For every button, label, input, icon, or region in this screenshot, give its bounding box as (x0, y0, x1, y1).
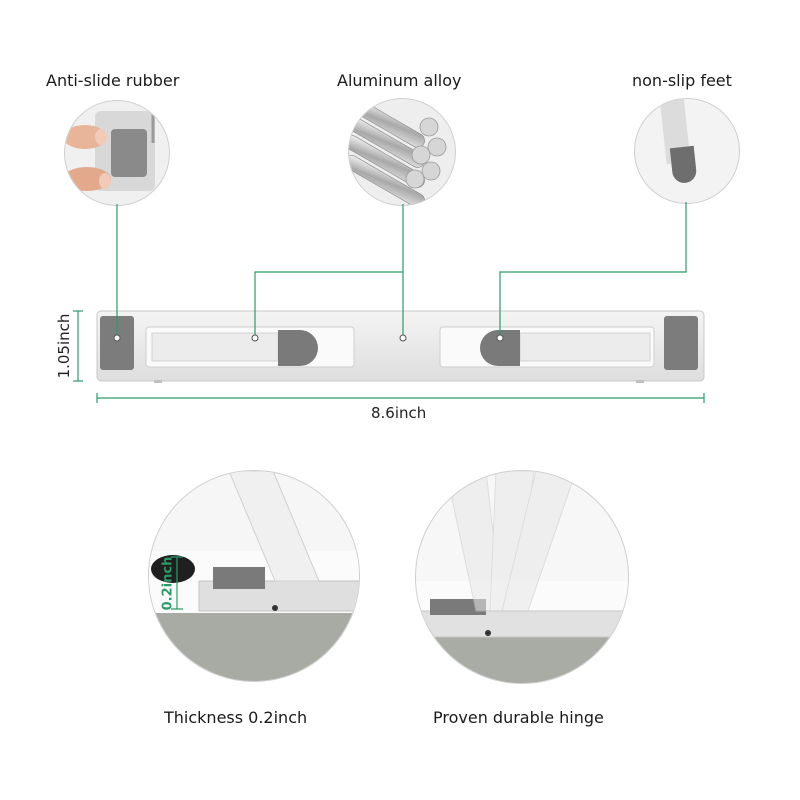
left-rubber-pad (100, 316, 134, 370)
label-anti-slide-rubber: Anti-slide rubber (46, 71, 180, 90)
caption-thickness: Thickness 0.2inch (164, 708, 308, 727)
right-rubber-pad (664, 316, 698, 370)
left-hinge-cap (278, 330, 318, 366)
thickness-detail-photo (148, 470, 360, 682)
height-dimension-label: 1.05inch (55, 313, 73, 379)
left-leg (151, 332, 279, 362)
caption-hinge: Proven durable hinge (433, 708, 604, 727)
non-slip-feet-photo (634, 98, 740, 204)
aluminum-alloy-photo (348, 98, 456, 206)
right-leg (519, 332, 651, 362)
hinge-detail-photo (415, 470, 629, 684)
label-aluminum-alloy: Aluminum alloy (337, 71, 462, 90)
label-non-slip-feet: non-slip feet (632, 71, 732, 90)
anti-slide-rubber-photo (64, 100, 170, 206)
thickness-marker-label: 0.2inch (160, 556, 176, 611)
width-dimension-label: 8.6inch (371, 404, 427, 422)
right-hinge-cap (480, 330, 520, 366)
